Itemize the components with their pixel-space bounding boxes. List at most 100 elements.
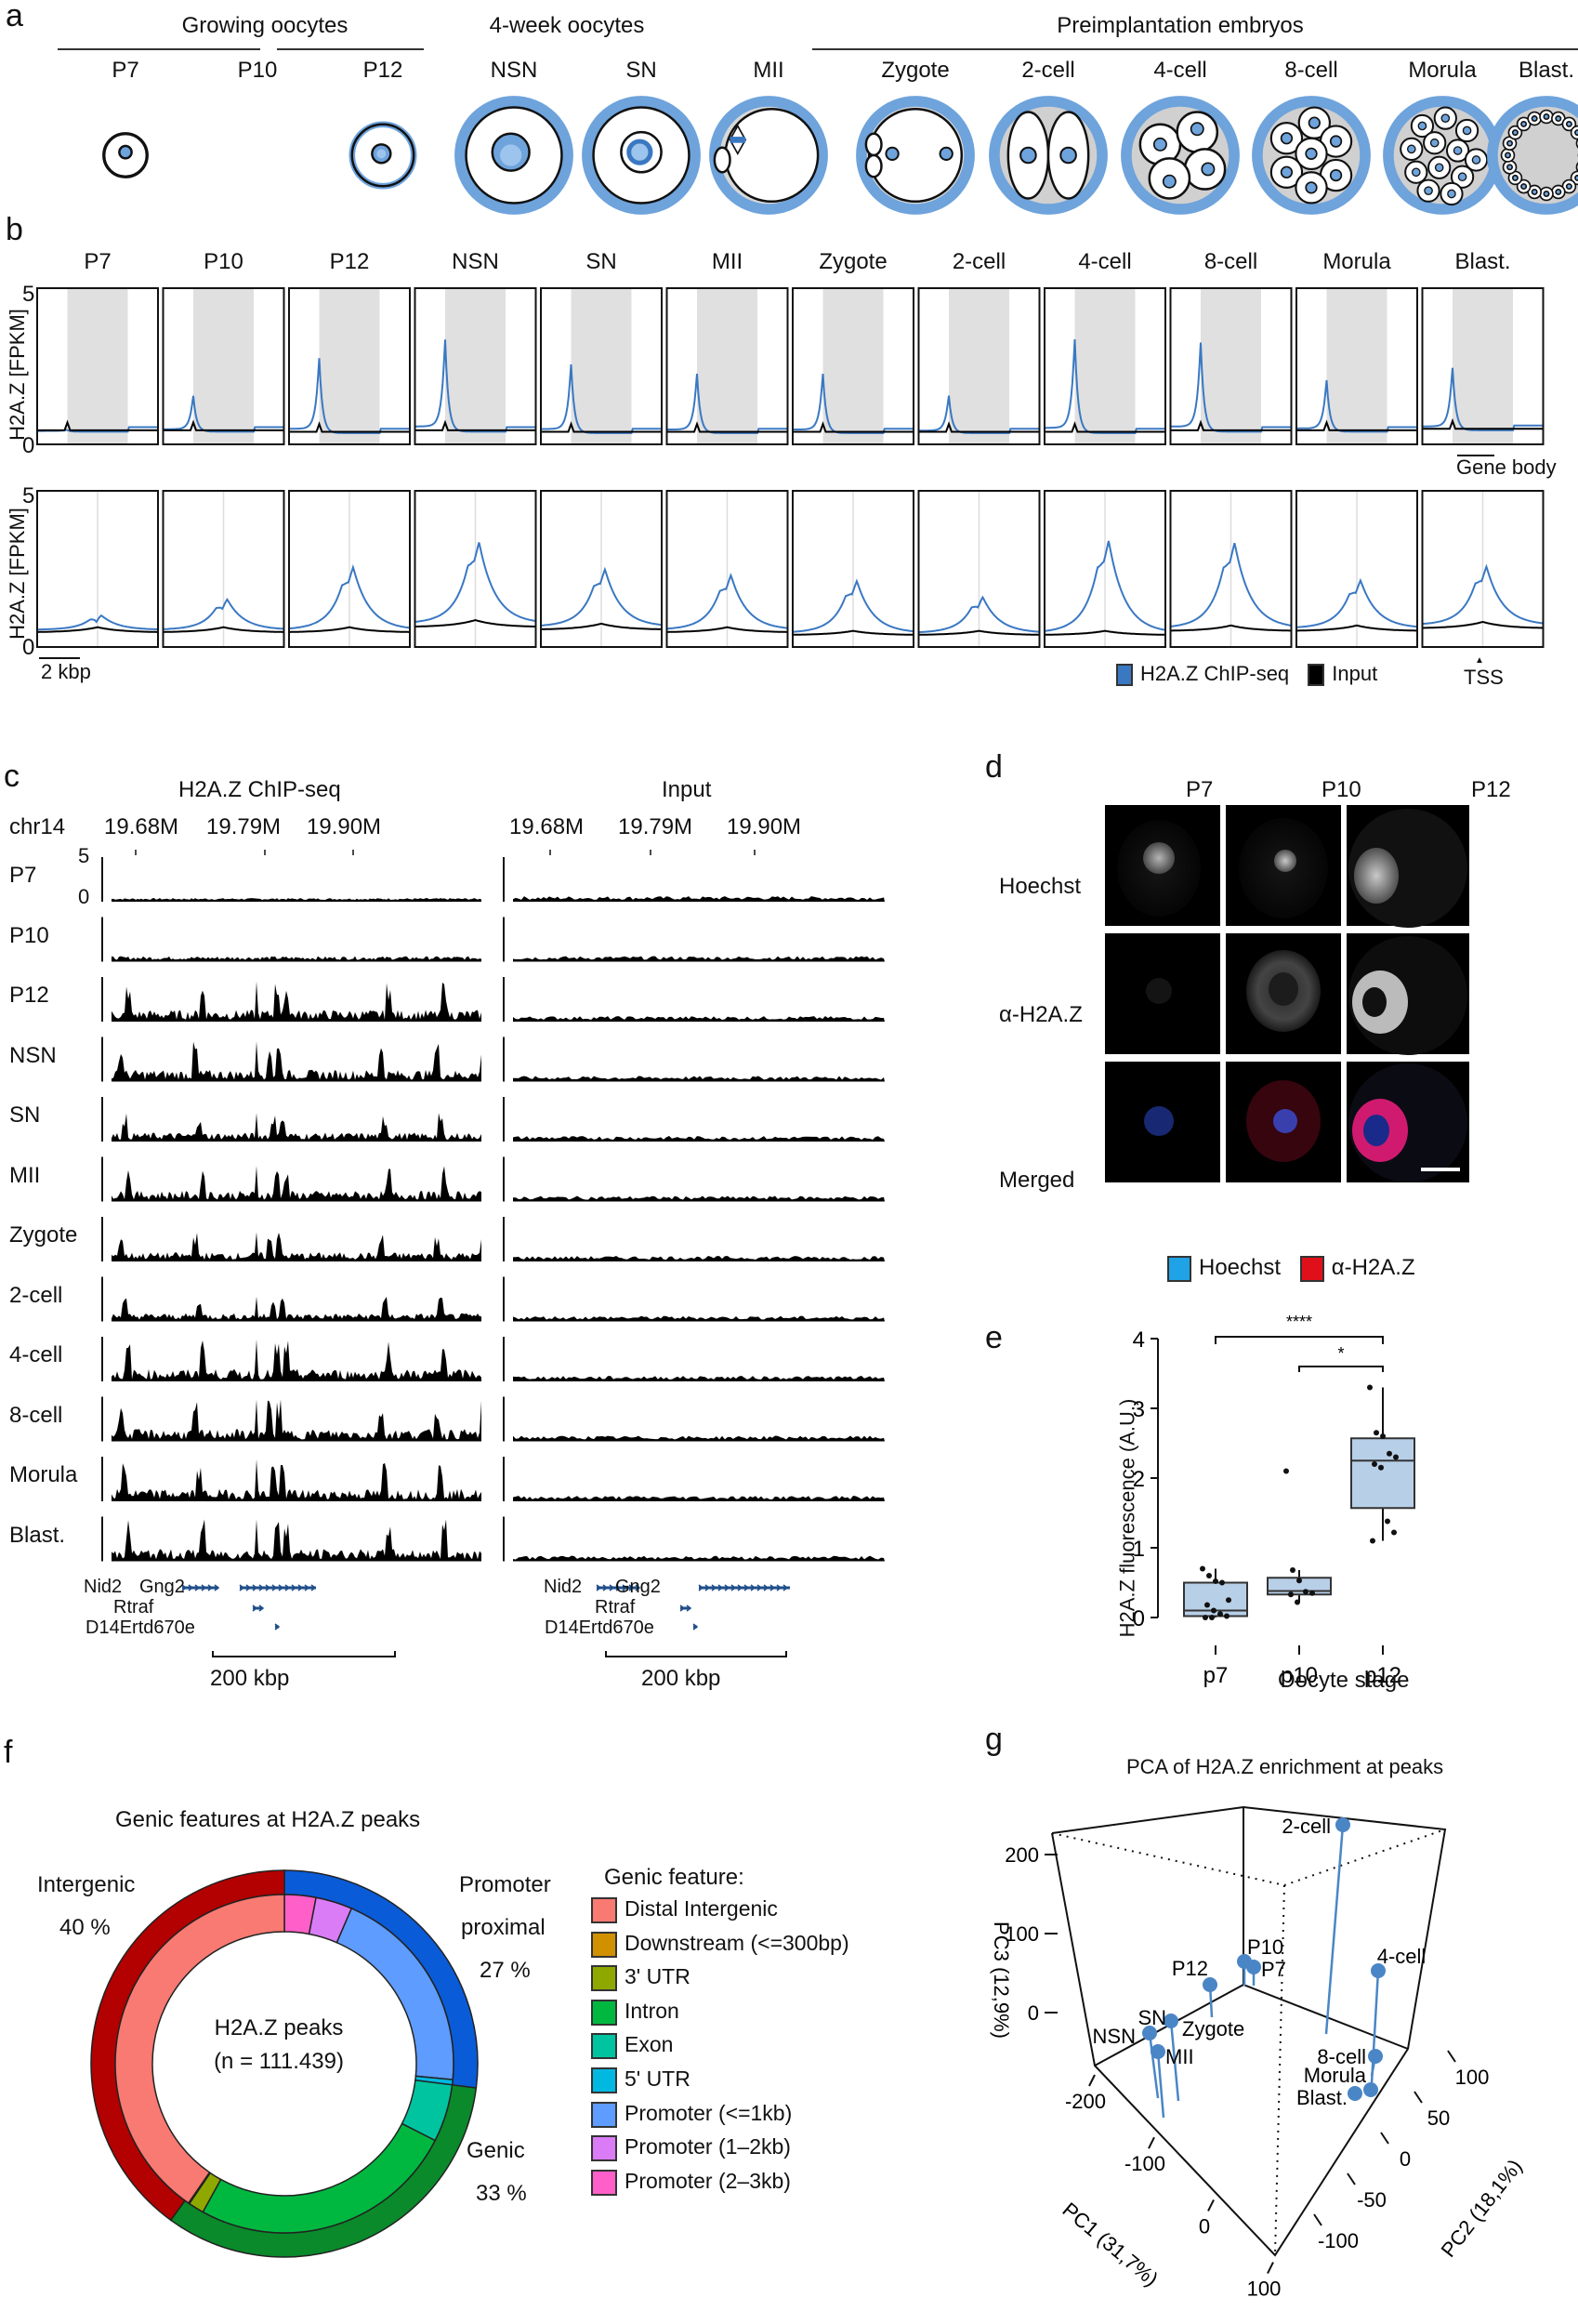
track-label-nsn: NSN (9, 1042, 57, 1068)
c-ytick-0: 0 (78, 885, 90, 908)
chromosome-label: chr14 (9, 814, 66, 839)
schematic-8cell (1252, 96, 1371, 215)
profile-label-mii: MII (711, 249, 743, 274)
legend-swatch (591, 2067, 617, 2093)
stage-label-p12: P12 (362, 58, 403, 83)
profile-label-2-cell: 2-cell (952, 249, 1006, 274)
schematic-blastocyst (1487, 96, 1578, 215)
stage-label-2-cell: 2-cell (1021, 58, 1075, 83)
tss-marker-icon: ▲ (1475, 655, 1484, 666)
legend-h2az: α-H2A.Z (1331, 1255, 1415, 1280)
gene-rtraf-input: Rtraf (595, 1597, 636, 1618)
profile-label-p10: P10 (204, 249, 243, 274)
stage-label-8-cell: 8-cell (1284, 58, 1338, 83)
panel-letter-g: g (985, 1722, 1003, 1757)
gene-gng2-chip: Gng2 (139, 1577, 185, 1597)
schematic-zygote (856, 96, 975, 215)
panel-letter-b: b (6, 212, 23, 247)
b-ytick-bottom-5: 5 (22, 483, 35, 508)
legend-item-5-utr: 5' UTR (591, 2067, 690, 2093)
legend-label: Intron (625, 1998, 679, 2023)
stage-label-4-cell: 4-cell (1153, 58, 1207, 83)
image-hoechst-p10 (1226, 805, 1341, 926)
stage-label-nsn: NSN (490, 58, 538, 83)
d-row-merged: Merged (999, 1168, 1075, 1193)
image-h2az-p12 (1347, 933, 1469, 1055)
scale-label-200kbp-input: 200 kbp (641, 1666, 721, 1691)
profile-label-4-cell: 4-cell (1078, 249, 1132, 274)
gene-body-label: Gene body (1456, 456, 1557, 479)
profile-label-blast: Blast. (1454, 249, 1511, 274)
svg-text:Morula: Morula (1304, 2064, 1367, 2087)
genome-browser-tracks (101, 850, 885, 1657)
legend-input: Input (1332, 662, 1378, 685)
legend-item-promoter-1-2kb-: Promoter (1–2kb) (591, 2134, 791, 2162)
coord-1-chip: 19.68M (104, 814, 179, 839)
track-label-2-cell: 2-cell (9, 1282, 63, 1308)
tss-plot-5 (665, 490, 789, 648)
gene-body-plot-4 (540, 287, 663, 445)
profile-label-p7: P7 (84, 249, 112, 274)
scale-label-2kbp: 2 kbp (41, 660, 91, 683)
svg-text:PC1 (31,7%): PC1 (31,7%) (1059, 2198, 1164, 2291)
track-label-8-cell: 8-cell (9, 1402, 63, 1428)
profile-label-p12: P12 (329, 249, 370, 274)
svg-text:200: 200 (1005, 1843, 1039, 1867)
gene-nid2-input: Nid2 (544, 1577, 583, 1597)
schematic-p7 (102, 132, 149, 178)
coord-3-chip: 19.90M (307, 814, 382, 839)
tss-plot-7 (917, 490, 1041, 648)
panel-letter-f: f (4, 1735, 13, 1770)
svg-text:0: 0 (1133, 1606, 1145, 1631)
stage-label-mii: MII (753, 58, 784, 83)
svg-text:****: **** (1286, 1313, 1312, 1331)
legend-item-intron: Intron (591, 1999, 679, 2026)
profile-label-zygote: Zygote (819, 249, 888, 274)
track-label-4-cell: 4-cell (9, 1342, 63, 1367)
tss-plot-6 (792, 490, 914, 648)
gene-nid2-chip: Nid2 (84, 1577, 123, 1597)
track-label-sn: SN (9, 1103, 41, 1128)
donut-genic-features (90, 1869, 479, 2258)
svg-text:0: 0 (1400, 2147, 1411, 2171)
legend-label: Promoter (<=1kb) (625, 2100, 793, 2125)
profile-label-8-cell: 8-cell (1203, 249, 1258, 274)
svg-text:4-cell: 4-cell (1377, 1945, 1427, 1968)
h2az-swatch (1299, 1255, 1324, 1282)
b-legend: H2A.Z ChIP-seq Input (1116, 662, 1378, 687)
panel-letter-d: d (985, 749, 1003, 785)
track-label-mii: MII (9, 1162, 41, 1188)
svg-text:100: 100 (1247, 2278, 1282, 2301)
gene-body-plot-11 (1421, 287, 1545, 445)
image-merged-p10 (1226, 1062, 1341, 1182)
chip-track-title: H2A.Z ChIP-seq (178, 777, 341, 802)
ring-label-genic: Genic (467, 2138, 525, 2163)
svg-text:-200: -200 (1065, 2090, 1106, 2113)
svg-text:2: 2 (1133, 1467, 1145, 1492)
legend-item-exon: Exon (591, 2032, 673, 2060)
group-label-growing: Growing oocytes (181, 13, 348, 38)
ring-pct-genic: 33 % (476, 2181, 527, 2206)
gene-body-plot-3 (414, 287, 537, 445)
image-hoechst-p7 (1105, 805, 1220, 926)
legend-swatch (591, 2135, 617, 2162)
legend-label: 5' UTR (625, 2067, 690, 2091)
svg-text:p12: p12 (1364, 1663, 1401, 1688)
legend-item-distal-intergenic: Distal Intergenic (591, 1896, 778, 1923)
input-track-title: Input (662, 777, 712, 802)
gene-body-plot-0 (36, 287, 159, 445)
svg-text:p7: p7 (1203, 1663, 1229, 1688)
gene-d14-chip: D14Ertd670e (85, 1618, 195, 1638)
b-ytick-bottom-0: 0 (22, 635, 35, 660)
f-center-line1: H2A.Z peaks (214, 2015, 344, 2040)
svg-text:Blast.: Blast. (1296, 2086, 1348, 2109)
gene-gng2-input: Gng2 (615, 1577, 661, 1597)
legend-swatch (591, 2101, 617, 2128)
stage-label-blast: Blast. (1518, 58, 1575, 83)
image-merged-p7 (1105, 1062, 1220, 1182)
coord-3-input: 19.90M (727, 814, 802, 839)
svg-text:100: 100 (1005, 1922, 1039, 1946)
g-title: PCA of H2A.Z enrichment at peaks (1126, 1755, 1444, 1778)
legend-item-3-utr: 3' UTR (591, 1964, 690, 1992)
c-ytick-5: 5 (78, 844, 90, 867)
